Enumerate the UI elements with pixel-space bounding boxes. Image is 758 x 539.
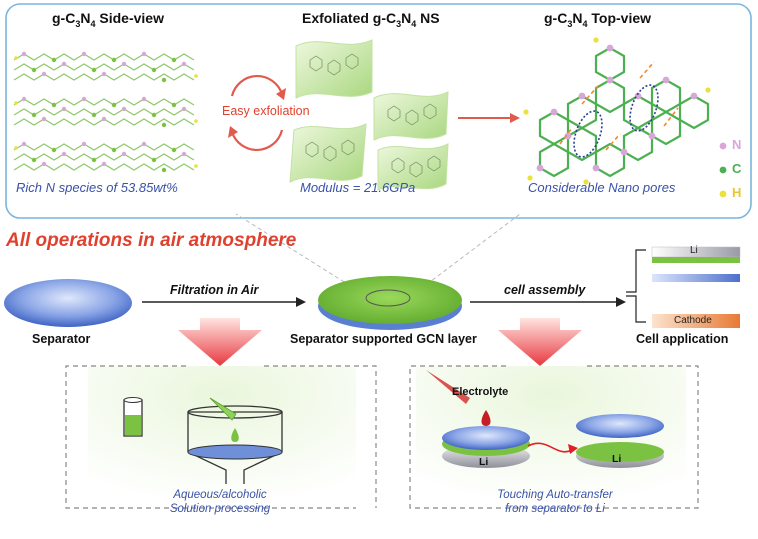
pore-dashes [559,61,679,151]
bottom-right-frame [409,365,699,509]
exfoliation-cycle-arrow [230,74,284,152]
filtration-label: Filtration in Air [170,283,259,297]
filtration-arrowhead [296,297,306,307]
li-right-label: Li [612,453,622,465]
separator-label: Separator [32,332,91,346]
filtration-funnel [187,397,283,484]
bottom-left-frame [65,365,356,509]
gcn-disc-top [318,276,462,324]
down-arrow-right [498,318,582,366]
down-arrow-left [178,318,262,366]
exfoliated-title: Exfoliated g-C3N4 NS [302,10,440,29]
projection-line-left [235,213,369,298]
nano-pore-markers [573,84,659,158]
top-view-atoms [523,37,711,185]
nanosheet-lattice [305,53,441,178]
separator-on-li-stack [442,426,530,468]
transfer-arrowhead [568,444,578,454]
gcn-highlight-ring [365,289,411,307]
pipette [426,370,470,404]
cell-li-label: Li [690,245,698,256]
separator-disc [4,279,132,327]
assembly-label: cell assembly [504,283,586,297]
cycle-arrowhead-2 [228,126,238,138]
top-view-caption: Considerable Nano pores [528,180,676,195]
exfoliated-caption: Modulus = 21.6GPa [300,180,416,195]
legend-dots [719,142,727,198]
side-view-title: g-C3N4 Side-view [52,10,164,29]
legend-n: N [732,137,742,152]
top-view-title: g-C3N4 Top-view [544,10,652,29]
side-view-caption: Rich N species of 53.85wt% [16,180,178,195]
cell-cathode-label: Cathode [674,315,712,326]
cycle-arrowhead-1 [276,88,286,100]
assembly-arrowhead [616,297,626,307]
cell-stack [626,246,741,328]
side-view-atoms [14,51,198,173]
electrolyte-label: Electrolyte [452,386,509,398]
gcn-layer-label: Separator supported GCN layer [290,332,477,346]
transfer-arrow [527,442,573,453]
cell-application-label: Cell application [636,332,729,346]
legend-c: C [732,161,742,176]
legend-h: H [732,185,742,200]
exfoliation-label: Easy exfoliation [222,104,310,118]
to-top-view-arrowhead [510,113,520,123]
air-atmosphere-banner: All operations in air atmosphere [6,230,297,251]
li-left-label: Li [479,456,489,468]
vial [123,397,143,437]
transferred-stack [576,414,664,468]
bottom-left-frame-right [264,365,377,508]
electrolyte-drop [481,410,491,426]
